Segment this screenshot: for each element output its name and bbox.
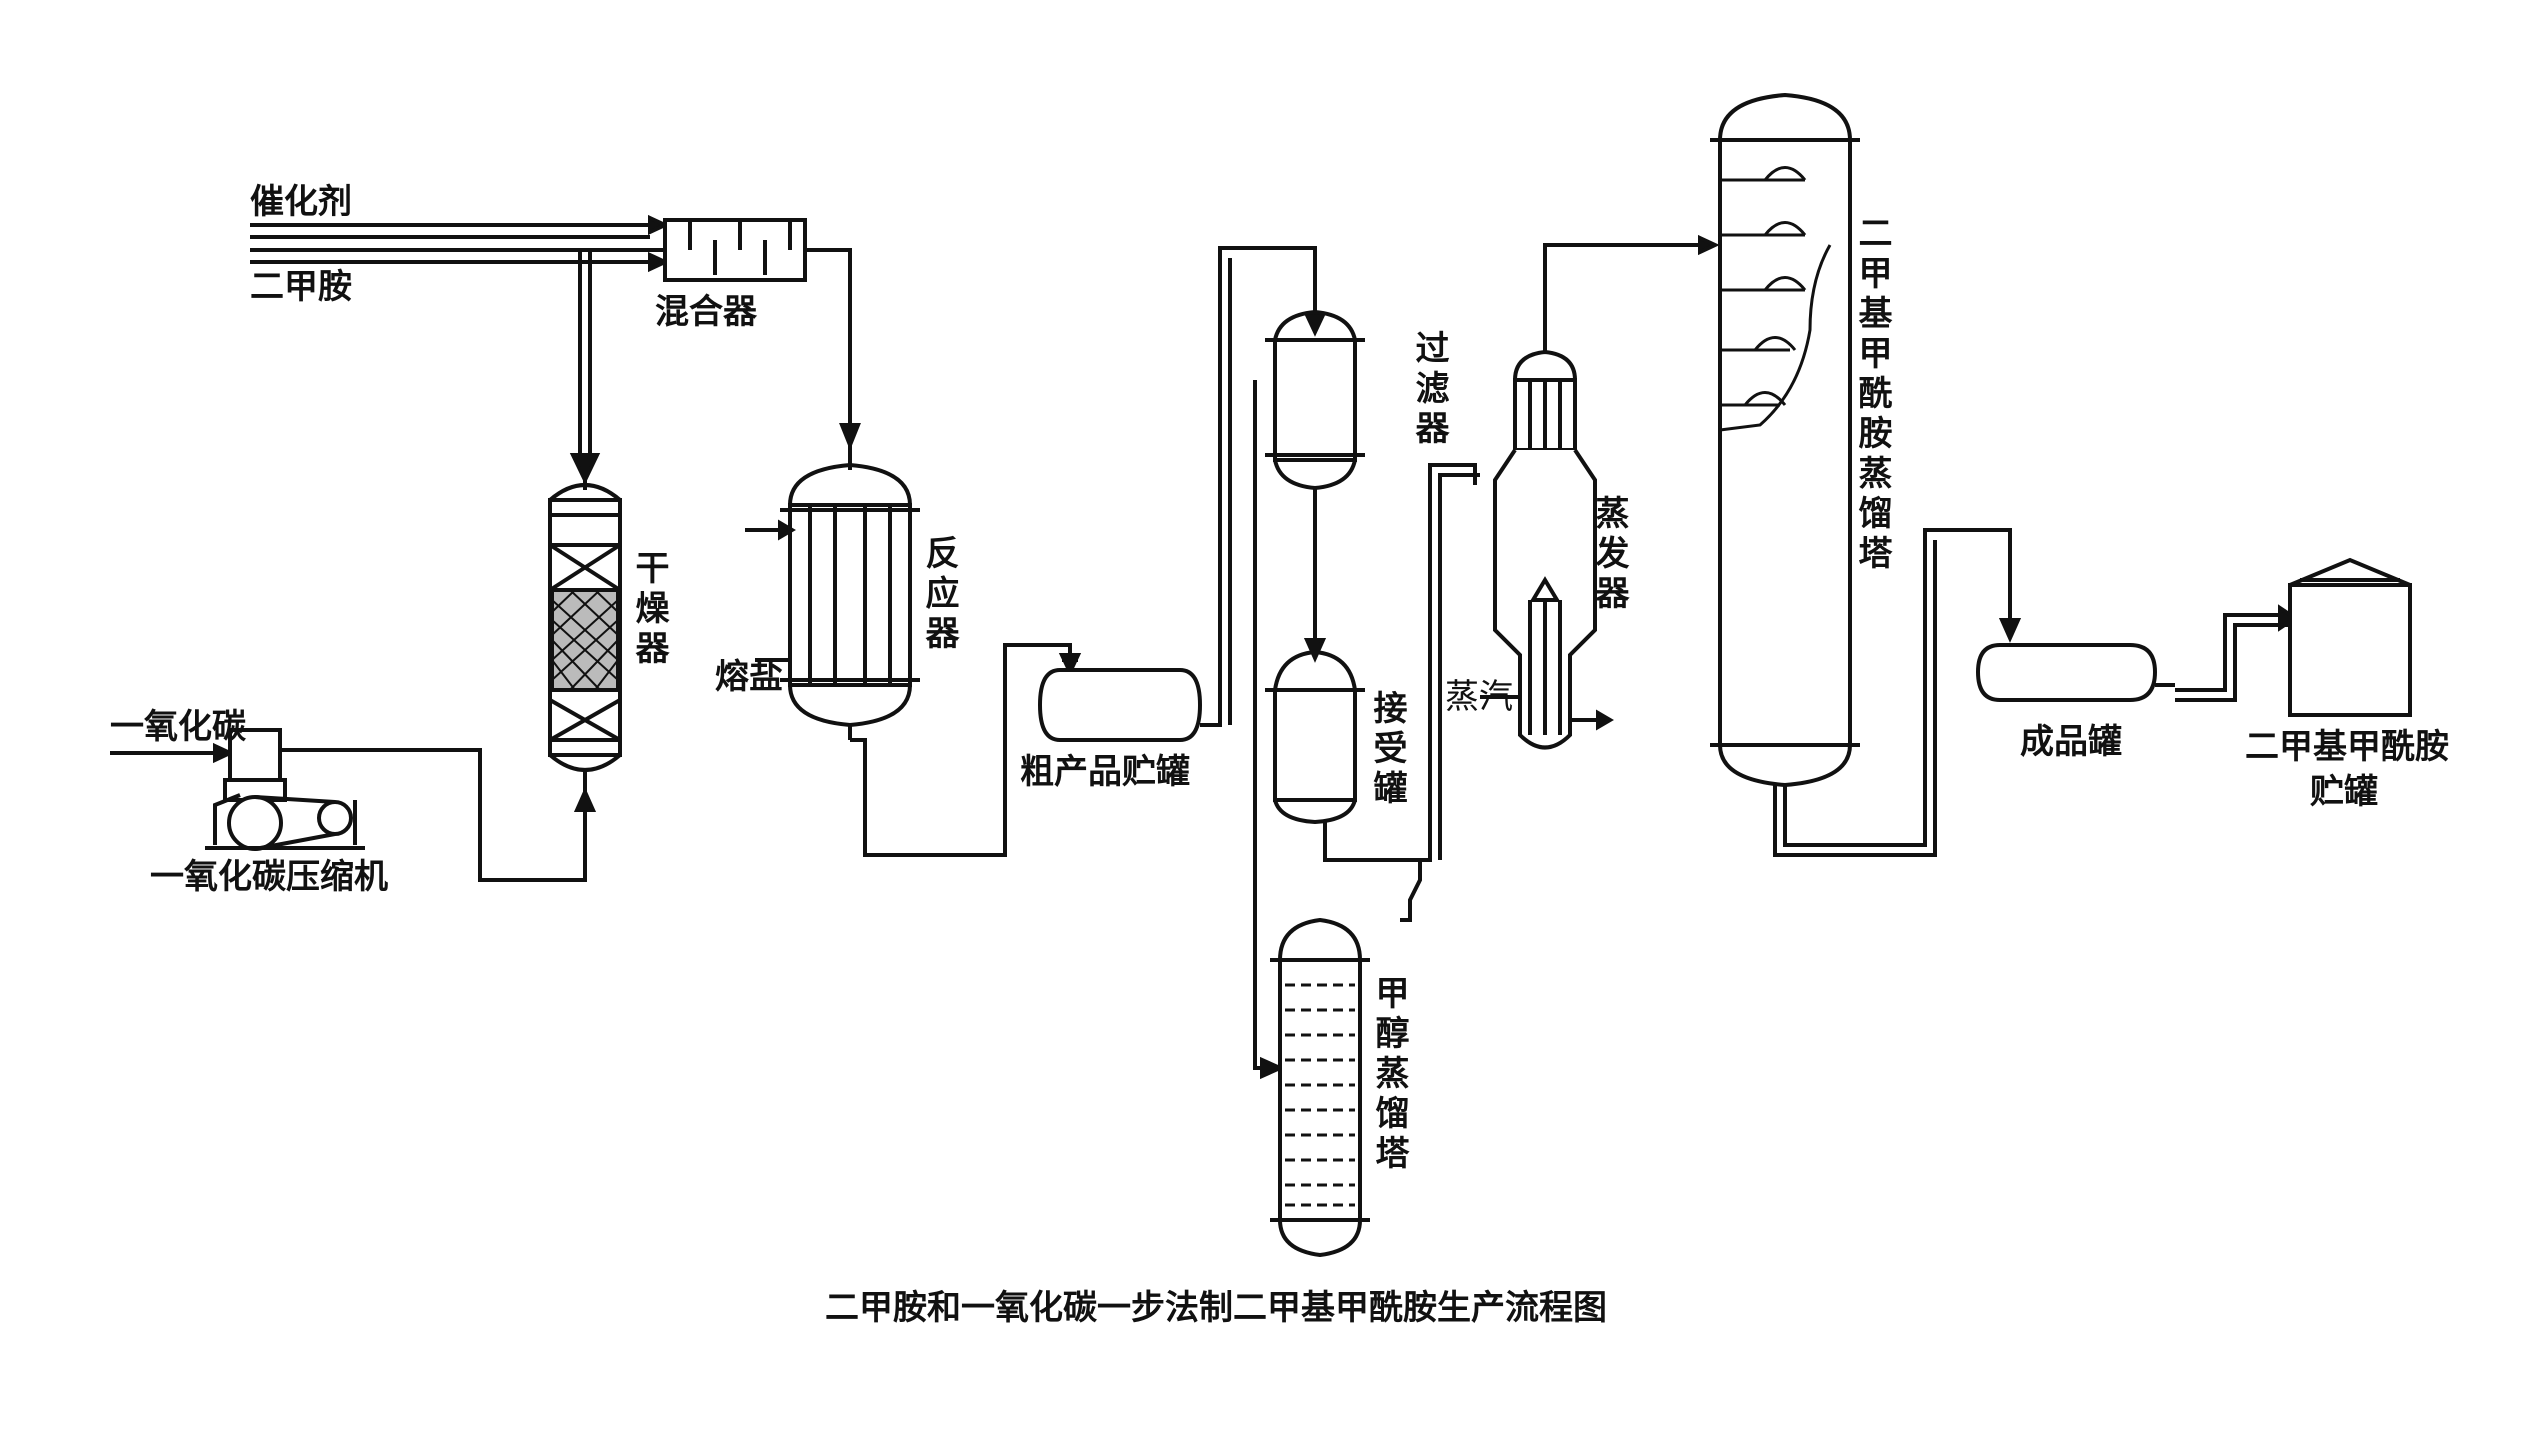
co-compressor: [110, 730, 365, 849]
product-tank: [1978, 645, 2175, 700]
reactor-vessel: [745, 445, 920, 740]
label-evaporator: 蒸发器: [1589, 495, 1629, 615]
label-dmf-column: 二甲基甲酰胺蒸馏塔: [1852, 215, 1892, 575]
line-compressor-dryer: [280, 750, 585, 880]
label-receiver-tank: 接受罐: [1367, 690, 1407, 810]
dryer-column: [550, 475, 620, 795]
line-mixer-dryer: [580, 250, 665, 465]
line-product-storage: [2175, 615, 2290, 690]
line-evaporator-dmf: [1545, 245, 1710, 352]
label-filter: 过滤器: [1409, 330, 1449, 450]
label-carbon-monoxide: 一氧化碳: [110, 707, 246, 747]
dmf-column: [1710, 95, 1860, 785]
dmf-storage-tank: [2290, 557, 2410, 715]
filter-vessel: [1265, 312, 1365, 663]
feed-lines: [250, 214, 670, 273]
line-dmf-product: [1785, 530, 2010, 845]
evaporator-vessel: [1480, 352, 1614, 748]
label-molten-salt: 熔盐: [715, 657, 783, 697]
diagram-caption: 二甲胺和一氧化碳一步法制二甲基甲酰胺生产流程图: [825, 1288, 1607, 1328]
label-catalyst: 催化剂: [250, 182, 352, 222]
label-dmf-storage-line1: 二甲基甲酰胺: [2245, 727, 2449, 767]
receiver-tank: [1265, 652, 1365, 822]
mixer-vessel: [665, 220, 805, 280]
line-filter-methanol: [1255, 380, 1270, 1068]
label-dmf-storage-line2: 贮罐: [2310, 772, 2378, 812]
methanol-column: [1270, 920, 1370, 1255]
label-product-tank: 成品罐: [2020, 722, 2122, 762]
crude-product-tank: [1040, 660, 1210, 740]
label-steam: 蒸汽: [1445, 677, 1513, 717]
line-receiver-evaporator: [1325, 465, 1475, 860]
line-reactor-crude: [850, 645, 1070, 855]
label-reactor: 反应器: [919, 535, 959, 655]
label-dryer: 干燥器: [629, 550, 669, 670]
label-methanol-column: 甲醇蒸馏塔: [1369, 975, 1409, 1175]
label-mixer: 混合器: [655, 292, 757, 332]
line-mixer-reactor: [805, 250, 850, 435]
label-co-compressor: 一氧化碳压缩机: [150, 857, 388, 897]
label-crude-tank: 粗产品贮罐: [1020, 752, 1190, 792]
line-crude-filter: [1210, 248, 1315, 725]
label-dimethylamine: 二甲胺: [250, 267, 352, 307]
